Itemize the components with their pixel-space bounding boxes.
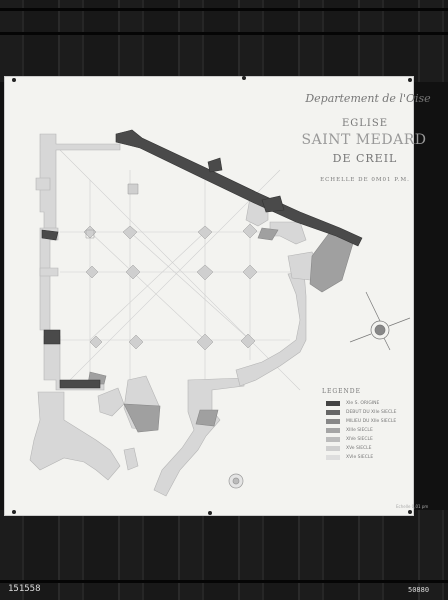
- legend-swatch: [326, 436, 340, 442]
- scale-stamp: Echelle 0,01 pm: [396, 504, 429, 509]
- legend-swatch: [326, 409, 340, 415]
- plank-seam: [0, 32, 448, 35]
- legend-label: XVIe SIECLE: [346, 454, 374, 460]
- legend-swatch: [326, 418, 340, 424]
- legend-swatch: [326, 400, 340, 406]
- legend-item: XIIIe SIECLE: [326, 427, 373, 433]
- legend-label: XVe SIECLE: [346, 445, 372, 451]
- walls-later: [29, 133, 323, 497]
- legend-item: XIe S. ORIGINE: [326, 400, 379, 406]
- legend-swatch: [326, 454, 340, 460]
- legend-swatch: [326, 445, 340, 451]
- legend-item: MILIEU DU XIIe SIECLE: [326, 418, 396, 424]
- legend-label: DEBUT DU XIIe SIECLE: [346, 409, 397, 415]
- church-name: SAINT MEDARD: [301, 132, 427, 148]
- archive-number: 151558: [8, 584, 41, 594]
- legend-item: XIVe SIECLE: [326, 436, 373, 442]
- piers: [83, 183, 258, 351]
- legend-label: XIIIe SIECLE: [346, 427, 373, 433]
- department-title: Departement de l'Oise: [305, 92, 431, 105]
- wooden-board-bottom: [0, 510, 448, 600]
- archive-number-right: 50880: [408, 586, 430, 594]
- legend-label: XIVe SIECLE: [346, 436, 373, 442]
- legend-label: XIe S. ORIGINE: [346, 400, 380, 406]
- church-label: EGLISE: [341, 118, 389, 129]
- legend-item: XVIe SIECLE: [326, 454, 373, 460]
- legend-title: LEGENDE: [322, 388, 361, 395]
- legend-label: MILIEU DU XIIe SIECLE: [346, 418, 397, 424]
- walls-middle: [87, 227, 355, 433]
- wooden-board-top: [0, 0, 448, 82]
- pins: [12, 76, 412, 515]
- walls-original: [41, 129, 363, 389]
- scale-note: ECHELLE DE 0M01 P.M.: [320, 177, 410, 183]
- vault-lines: [59, 149, 301, 391]
- seal: [228, 473, 244, 489]
- plank-seam: [0, 580, 448, 583]
- compass-rose: [349, 291, 411, 351]
- legend-swatch: [326, 427, 340, 433]
- town-name: DE CREIL: [332, 152, 398, 165]
- plank-seam: [0, 8, 448, 11]
- legend-item: DEBUT DU XIIe SIECLE: [326, 409, 397, 415]
- legend-item: XVe SIECLE: [326, 445, 372, 451]
